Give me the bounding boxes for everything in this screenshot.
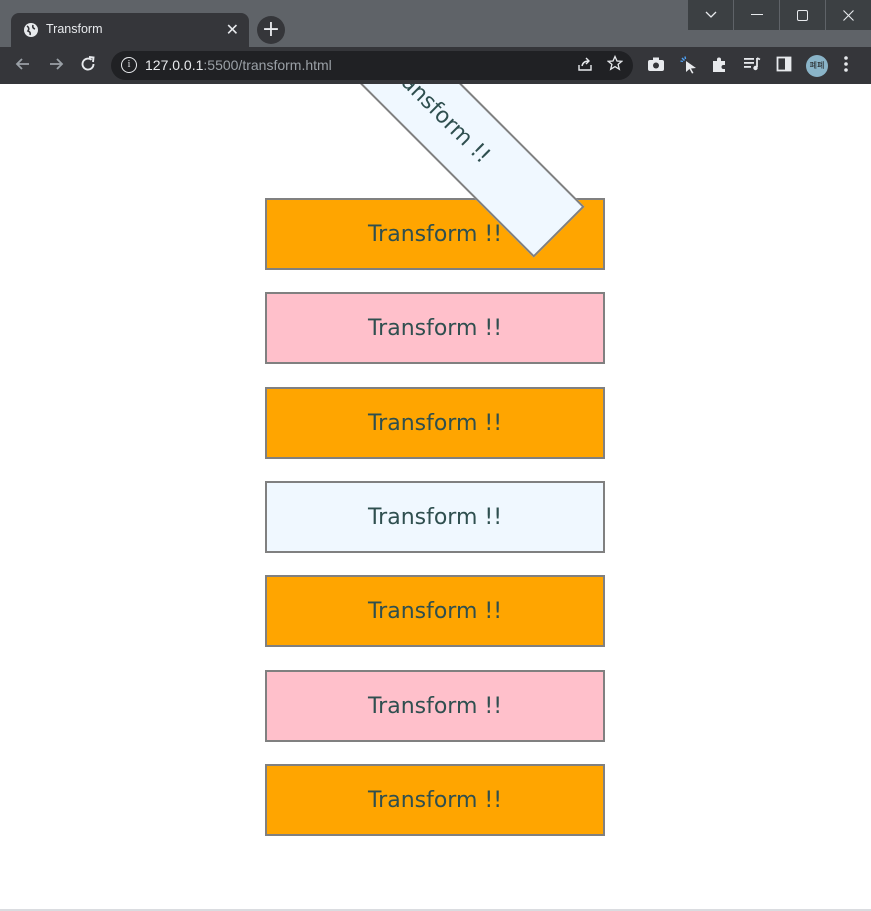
address-bar[interactable]: i 127.0.0.1:5500/transform.html — [111, 51, 633, 80]
media-playlist-icon[interactable] — [743, 56, 761, 76]
maximize-icon[interactable] — [779, 0, 825, 30]
reload-icon[interactable] — [78, 55, 98, 75]
back-arrow-icon[interactable] — [13, 55, 33, 75]
transform-box-3: Transform !! — [265, 387, 605, 459]
box-label: Transform !! — [367, 787, 503, 813]
cursor-click-icon[interactable] — [680, 56, 698, 78]
site-info-icon[interactable]: i — [121, 57, 137, 73]
box-label: Transform !! — [367, 221, 503, 247]
transform-box-2: Transform !! — [265, 292, 605, 364]
extensions-puzzle-icon[interactable] — [711, 56, 728, 77]
box-label: Transform !! — [367, 315, 503, 341]
window-close-icon[interactable] — [825, 0, 871, 30]
side-panel-icon[interactable] — [776, 56, 792, 76]
box-label: Transform !! — [367, 598, 503, 624]
browser-titlebar: Transform ✕ + — [0, 0, 871, 47]
browser-tab[interactable]: Transform ✕ — [11, 13, 249, 47]
page-viewport: Transform !! Transform !! Transform !! Tran… — [0, 84, 871, 911]
more-menu-icon[interactable] — [843, 55, 849, 77]
tab-title: Transform — [46, 22, 103, 36]
transform-box-5: Transform !! — [265, 575, 605, 647]
window-bottom-border — [0, 909, 871, 911]
transform-box-7: Transform !! — [265, 764, 605, 836]
bookmark-star-icon[interactable] — [606, 54, 624, 75]
profile-avatar[interactable]: 폐폐 — [806, 55, 828, 77]
url-text: 127.0.0.1:5500/transform.html — [145, 57, 332, 73]
transform-box-4: Transform !! — [265, 481, 605, 553]
tab-search-chevron-icon[interactable] — [687, 0, 733, 30]
window-controls — [687, 0, 871, 30]
share-icon[interactable] — [577, 56, 593, 76]
box-label: Transform !! — [382, 84, 496, 169]
new-tab-button[interactable]: + — [257, 16, 285, 44]
box-label: Transform !! — [367, 504, 503, 530]
browser-toolbar: i 127.0.0.1:5500/transform.html 폐폐 — [0, 47, 871, 84]
minimize-icon[interactable] — [733, 0, 779, 30]
forward-arrow-icon[interactable] — [46, 55, 66, 75]
close-tab-icon[interactable]: ✕ — [225, 20, 239, 39]
box-label: Transform !! — [367, 410, 503, 436]
box-label: Transform !! — [367, 693, 503, 719]
transform-box-6: Transform !! — [265, 670, 605, 742]
globe-icon — [24, 23, 38, 37]
camera-icon[interactable] — [647, 56, 665, 76]
